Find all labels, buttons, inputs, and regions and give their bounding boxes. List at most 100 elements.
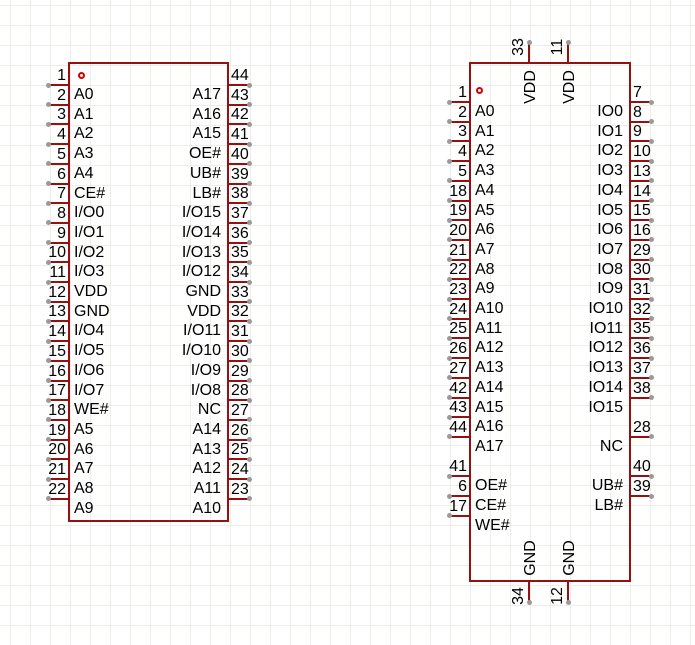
pin-line[interactable]	[48, 182, 68, 185]
pin-line[interactable]	[631, 337, 651, 340]
pin-line[interactable]	[48, 103, 68, 106]
pin-line[interactable]	[48, 438, 68, 441]
pin-line[interactable]	[631, 140, 651, 143]
pin-line[interactable]	[449, 514, 469, 517]
pin-line[interactable]	[48, 143, 68, 146]
pin-line[interactable]	[449, 160, 469, 163]
pin-line[interactable]	[48, 281, 68, 283]
pin-line[interactable]	[449, 475, 469, 478]
pin-line[interactable]	[449, 238, 469, 241]
pin-hotspot-dot-icon	[246, 417, 252, 423]
pin-line[interactable]	[229, 438, 249, 441]
pin-line[interactable]	[48, 399, 68, 402]
pin-number: 44	[449, 418, 467, 436]
pin-line[interactable]	[449, 278, 469, 281]
pin-number: 26	[449, 340, 467, 358]
pin-line[interactable]	[48, 84, 68, 86]
pin-line[interactable]	[229, 123, 249, 126]
pin-line[interactable]	[229, 261, 249, 264]
pin-line[interactable]	[631, 238, 651, 241]
pin-line[interactable]	[631, 160, 651, 163]
pin-line[interactable]	[631, 278, 651, 281]
pin-line[interactable]	[528, 42, 530, 62]
pin-label: I/O13	[181, 243, 221, 261]
pin-line[interactable]	[229, 340, 249, 343]
pin-line[interactable]	[631, 179, 651, 182]
pin-line[interactable]	[631, 219, 651, 222]
pin-line[interactable]	[229, 143, 249, 146]
pin-label: A14	[192, 420, 221, 438]
pin-line[interactable]	[229, 103, 249, 106]
pin-line[interactable]	[48, 497, 68, 500]
pin-hotspot-dot-icon	[246, 200, 252, 206]
pin-line[interactable]	[229, 281, 249, 283]
pin-line[interactable]	[48, 202, 68, 205]
pin-line[interactable]	[48, 478, 68, 480]
pin-label: A9	[74, 499, 94, 517]
pin-line[interactable]	[449, 199, 469, 202]
pin-line[interactable]	[48, 340, 68, 343]
pin-number: 19	[449, 202, 467, 220]
pin-line[interactable]	[48, 162, 68, 165]
pin-line[interactable]	[449, 435, 469, 438]
pin-line[interactable]	[631, 376, 651, 379]
pin-line[interactable]	[631, 475, 651, 478]
pin-line[interactable]	[449, 376, 469, 379]
pin-line[interactable]	[449, 495, 469, 497]
pin-line[interactable]	[631, 495, 651, 497]
pin-line[interactable]	[229, 478, 249, 480]
pin-line[interactable]	[449, 101, 469, 103]
pin-line[interactable]	[229, 162, 249, 165]
pin-line[interactable]	[449, 120, 469, 123]
pin-line[interactable]	[229, 84, 249, 86]
pin-line[interactable]	[449, 317, 469, 320]
pin-line[interactable]	[449, 298, 469, 300]
pin-line[interactable]	[48, 123, 68, 126]
pin-line[interactable]	[631, 298, 651, 300]
pin-line[interactable]	[567, 582, 569, 602]
pin-line[interactable]	[229, 320, 249, 323]
pin-line[interactable]	[229, 300, 249, 303]
pin-line[interactable]	[48, 320, 68, 323]
pin-line[interactable]	[631, 101, 651, 103]
pin-line[interactable]	[631, 396, 651, 399]
pin-line[interactable]	[449, 357, 469, 360]
pin-line[interactable]	[631, 317, 651, 320]
pin-line[interactable]	[48, 359, 68, 362]
pin-line[interactable]	[449, 337, 469, 340]
pin-line[interactable]	[229, 418, 249, 421]
pin-line[interactable]	[449, 219, 469, 222]
pin-line[interactable]	[229, 359, 249, 362]
pin-line[interactable]	[528, 582, 530, 602]
pin-line[interactable]	[631, 199, 651, 202]
pin-line[interactable]	[229, 458, 249, 461]
pin-line[interactable]	[631, 258, 651, 261]
pin-line[interactable]	[48, 379, 68, 382]
pin-line[interactable]	[449, 396, 469, 399]
pin-line[interactable]	[631, 120, 651, 123]
pin-line[interactable]	[229, 241, 249, 244]
pin-line[interactable]	[631, 435, 651, 438]
pin-line[interactable]	[229, 379, 249, 382]
pin-line[interactable]	[449, 140, 469, 143]
pin-label: I/O5	[74, 342, 105, 360]
ic-body[interactable]	[68, 62, 229, 522]
pin-line[interactable]	[48, 458, 68, 461]
pin-line[interactable]	[48, 261, 68, 264]
pin-line[interactable]	[567, 42, 569, 62]
pin-line[interactable]	[229, 221, 249, 224]
pin-line[interactable]	[48, 300, 68, 303]
pin-line[interactable]	[48, 241, 68, 244]
ic-body[interactable]	[469, 62, 631, 582]
pin-line[interactable]	[449, 416, 469, 419]
pin-line[interactable]	[631, 357, 651, 360]
pin-line[interactable]	[229, 182, 249, 185]
pin-line[interactable]	[449, 179, 469, 182]
pin-line[interactable]	[229, 202, 249, 205]
pin-line[interactable]	[229, 497, 249, 500]
pin-line[interactable]	[48, 221, 68, 224]
pin-line[interactable]	[229, 399, 249, 402]
pin-line[interactable]	[48, 418, 68, 421]
pin-line[interactable]	[449, 258, 469, 261]
